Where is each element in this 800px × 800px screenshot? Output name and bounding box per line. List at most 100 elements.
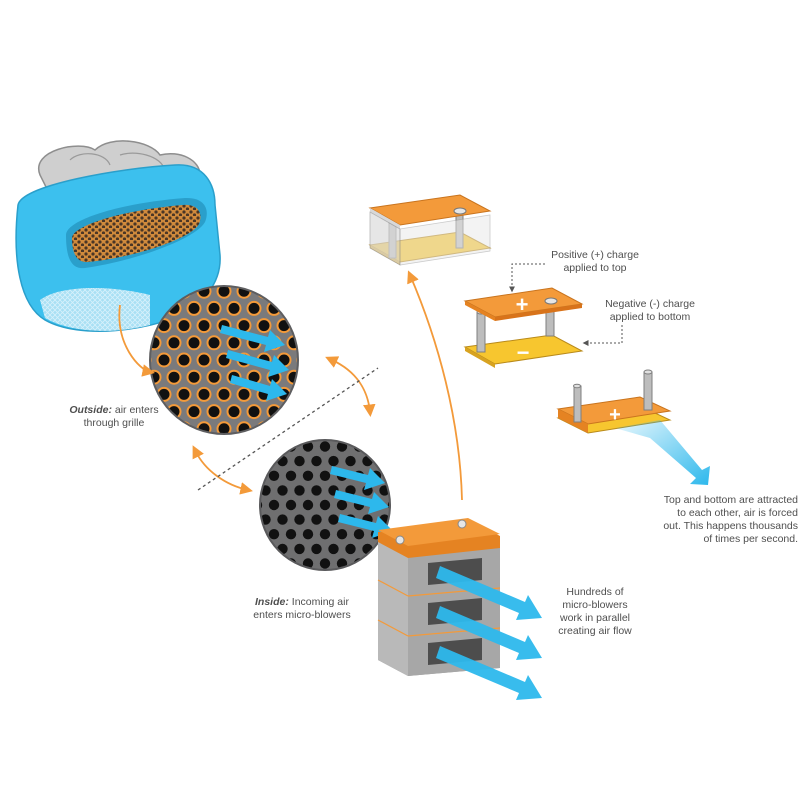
perforation-hole	[336, 499, 348, 511]
perforation-hole	[216, 287, 232, 299]
hundreds-line4: creating air flow	[558, 625, 632, 637]
incoming-air-arrows	[220, 325, 393, 538]
perforation-hole	[206, 300, 222, 316]
plate-pair-charged	[463, 287, 584, 368]
inside-label-bold: Inside:	[255, 596, 289, 608]
perforation-hole	[285, 529, 297, 540]
perforation-hole	[196, 352, 212, 368]
outside-inside-divider	[197, 367, 379, 491]
perforation-hole	[176, 318, 192, 334]
perforation-hole	[319, 470, 331, 481]
perforation-hole	[216, 386, 232, 402]
perforation-hole	[277, 455, 288, 467]
perforation-hole	[302, 529, 314, 540]
negative-line1: Negative (-) charge	[605, 298, 695, 310]
perforation-hole	[226, 300, 242, 316]
plus-sign: +	[516, 292, 529, 317]
hundreds-line2: micro-blowers	[562, 599, 628, 611]
perforation-hole	[328, 543, 339, 555]
perforation-hole	[294, 514, 305, 525]
perforation-hole	[277, 514, 288, 525]
plate-pair-collapsed	[556, 369, 710, 485]
forced-air-jet	[615, 420, 710, 485]
perforation-hole	[186, 335, 202, 351]
perforation-hole	[186, 369, 202, 385]
inside-label-line2: enters micro-blowers	[253, 609, 351, 621]
perforation-hole	[156, 352, 172, 368]
attract-line2: to each other, air is forced	[677, 507, 798, 519]
hundreds-label: Hundreds of micro-blowers work in parall…	[540, 586, 650, 638]
device-illustration	[15, 140, 221, 332]
perforation-hole	[311, 455, 322, 467]
perforation-hole	[362, 543, 373, 555]
callout-leaders	[509, 263, 623, 346]
perforation-hole	[362, 455, 373, 467]
perforation-hole	[277, 485, 288, 496]
perforation-hole	[345, 543, 356, 555]
inside-label-rest: Incoming air	[288, 596, 349, 608]
attract-line4: of times per second.	[703, 533, 798, 545]
outside-label-rest: air enters	[111, 404, 159, 416]
inside-label: Inside: Incoming air enters micro-blower…	[232, 596, 372, 622]
minus-sign: −	[517, 340, 530, 365]
perforation-hole	[226, 404, 242, 420]
perforation-hole	[285, 499, 297, 511]
perforation-hole	[176, 386, 192, 402]
perforation-hole	[166, 369, 182, 385]
perforation-hole	[294, 543, 305, 555]
perforation-hole	[236, 386, 252, 402]
perforation-hole	[296, 352, 297, 368]
connector-arrows	[118, 270, 463, 501]
inside-inlet-disc	[259, 439, 391, 571]
plate-pair-open	[368, 194, 492, 266]
perforation-hole	[206, 369, 222, 385]
perforation-hole	[345, 455, 356, 467]
perforation-hole	[319, 499, 331, 511]
positive-line2: applied to top	[563, 262, 627, 274]
perforation-hole	[216, 421, 232, 433]
perforation-hole	[186, 404, 202, 420]
perforation-hole	[277, 543, 288, 555]
perforation-hole	[353, 529, 365, 540]
side-mesh	[40, 288, 150, 331]
attract-line1: Top and bottom are attracted	[663, 494, 798, 506]
perforation-hole	[226, 335, 242, 351]
negative-line2: applied to bottom	[609, 311, 691, 323]
perforation-hole	[311, 543, 322, 555]
attract-line3: out. This happens thousands	[663, 520, 798, 532]
perforation-hole	[196, 386, 212, 402]
perforation-hole	[266, 300, 282, 316]
outside-label-bold: Outside:	[69, 404, 112, 416]
perforation-hole	[328, 455, 339, 467]
perforation-hole	[311, 514, 322, 525]
perforation-hole	[328, 514, 339, 525]
perforation-hole	[176, 352, 192, 368]
perforation-hole	[268, 499, 280, 511]
perforation-hole	[268, 470, 280, 481]
perforation-hole	[319, 441, 331, 452]
perforation-hole	[336, 529, 348, 540]
perforation-hole	[186, 300, 202, 316]
perforation-hole	[206, 335, 222, 351]
perforation-hole	[166, 335, 182, 351]
outside-label: Outside: air enters through grille	[44, 404, 184, 430]
perforation-hole	[302, 470, 314, 481]
perforation-hole	[294, 485, 305, 496]
positive-line1: Positive (+) charge	[551, 249, 639, 261]
perforation-hole	[268, 529, 280, 540]
attraction-label: Top and bottom are attracted to each oth…	[628, 494, 798, 546]
perforation-hole	[285, 470, 297, 481]
perforation-hole	[206, 404, 222, 420]
hundreds-line3: work in parallel	[559, 612, 631, 624]
outside-label-line2: through grille	[83, 417, 145, 429]
negative-charge-label: Negative (-) charge applied to bottom	[575, 298, 725, 324]
perforation-hole	[302, 499, 314, 511]
plus-sign-collapsed: +	[609, 404, 621, 426]
perforation-hole	[196, 318, 212, 334]
perforation-hole	[311, 485, 322, 496]
perforation-hole	[319, 558, 331, 569]
perforation-hole	[246, 300, 262, 316]
grille	[72, 204, 201, 263]
